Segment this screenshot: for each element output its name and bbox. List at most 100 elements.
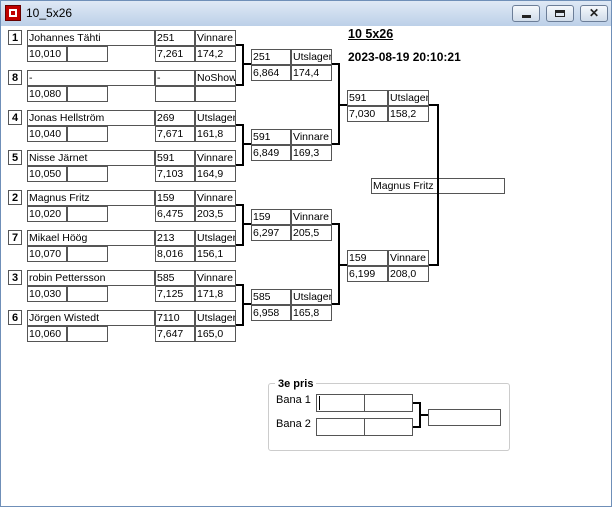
result-time-field[interactable]: 6,475 [155, 206, 195, 222]
result-number-field[interactable]: 251 [155, 30, 195, 46]
qf-status-field[interactable]: Vinnare [291, 209, 332, 225]
result-number-field[interactable]: 7110 [155, 310, 195, 326]
bracket-connector-line [242, 204, 244, 246]
racer-extra-field[interactable] [67, 46, 108, 62]
sf-speed-field[interactable]: 208,0 [388, 266, 429, 282]
qf-time-field[interactable]: 6,864 [251, 65, 291, 81]
result-time-field[interactable]: 7,125 [155, 286, 195, 302]
lane-2-value-field[interactable] [364, 418, 413, 436]
title-bar[interactable]: 10_5x26 ✕ [1, 1, 611, 26]
result-status-field[interactable]: Vinnare [195, 150, 236, 166]
racer-extra-field[interactable] [67, 166, 108, 182]
seed-number: 4 [8, 110, 22, 125]
qf-status-field[interactable]: Utslagen [291, 49, 332, 65]
result-status-field[interactable]: Vinnare [195, 190, 236, 206]
result-speed-field[interactable]: 171,8 [195, 286, 236, 302]
racer-dial-field[interactable]: 10,010 [27, 46, 67, 62]
racer-name-field[interactable]: Mikael Höög [27, 230, 155, 246]
sf-time-field[interactable]: 7,030 [347, 106, 388, 122]
qf-number-field[interactable]: 591 [251, 129, 291, 145]
result-speed-field[interactable]: 156,1 [195, 246, 236, 262]
racer-dial-field[interactable]: 10,060 [27, 326, 67, 342]
result-status-field[interactable]: Utslagen [195, 110, 236, 126]
result-speed-field[interactable]: 203,5 [195, 206, 236, 222]
third-place-group [268, 383, 510, 451]
bracket-connector-line [429, 264, 439, 266]
racer-name-field[interactable]: Magnus Fritz [27, 190, 155, 206]
racer-extra-field[interactable] [67, 246, 108, 262]
racer-name-field[interactable]: - [27, 70, 155, 86]
result-status-field[interactable]: Vinnare [195, 270, 236, 286]
result-time-field[interactable]: 7,261 [155, 46, 195, 62]
result-number-field[interactable]: 213 [155, 230, 195, 246]
close-button[interactable]: ✕ [580, 5, 608, 22]
result-status-field[interactable]: Utslagen [195, 230, 236, 246]
result-number-field[interactable]: 585 [155, 270, 195, 286]
lane-2-name-field[interactable] [316, 418, 365, 436]
racer-dial-field[interactable]: 10,070 [27, 246, 67, 262]
result-number-field[interactable]: 591 [155, 150, 195, 166]
result-number-field[interactable]: - [155, 70, 195, 86]
lane-2-label: Bana 2 [276, 418, 311, 430]
qf-speed-field[interactable]: 165,8 [291, 305, 332, 321]
bracket-connector-line [236, 324, 244, 326]
racer-dial-field[interactable]: 10,050 [27, 166, 67, 182]
qf-speed-field[interactable]: 169,3 [291, 145, 332, 161]
bracket-connector-line [236, 204, 244, 206]
result-number-field[interactable]: 269 [155, 110, 195, 126]
sf-time-field[interactable]: 6,199 [347, 266, 388, 282]
qf-number-field[interactable]: 251 [251, 49, 291, 65]
qf-number-field[interactable]: 159 [251, 209, 291, 225]
racer-dial-field[interactable]: 10,030 [27, 286, 67, 302]
result-speed-field[interactable]: 161,8 [195, 126, 236, 142]
lane-1-name-field[interactable] [316, 394, 365, 412]
qf-time-field[interactable]: 6,958 [251, 305, 291, 321]
seed-number: 6 [8, 310, 22, 325]
racer-extra-field[interactable] [67, 326, 108, 342]
racer-name-field[interactable]: Jörgen Wistedt [27, 310, 155, 326]
result-number-field[interactable]: 159 [155, 190, 195, 206]
racer-dial-field[interactable]: 10,020 [27, 206, 67, 222]
minimize-button[interactable] [512, 5, 540, 22]
qf-status-field[interactable]: Utslagen [291, 289, 332, 305]
result-speed-field[interactable] [195, 86, 236, 102]
result-speed-field[interactable]: 164,9 [195, 166, 236, 182]
racer-name-field[interactable]: Nisse Järnet [27, 150, 155, 166]
qf-number-field[interactable]: 585 [251, 289, 291, 305]
connector-line [413, 402, 421, 404]
result-status-field[interactable]: NoShow [195, 70, 236, 86]
result-time-field[interactable]: 7,103 [155, 166, 195, 182]
racer-dial-field[interactable]: 10,040 [27, 126, 67, 142]
connector-line [413, 426, 421, 428]
result-time-field[interactable]: 7,647 [155, 326, 195, 342]
racer-name-field[interactable]: Jonas Hellström [27, 110, 155, 126]
sf-status-field[interactable]: Utslagen [388, 90, 429, 106]
racer-extra-field[interactable] [67, 86, 108, 102]
racer-dial-field[interactable]: 10,080 [27, 86, 67, 102]
lane-1-value-field[interactable] [364, 394, 413, 412]
result-time-field[interactable] [155, 86, 195, 102]
result-time-field[interactable]: 8,016 [155, 246, 195, 262]
racer-extra-field[interactable] [67, 286, 108, 302]
qf-speed-field[interactable]: 174,4 [291, 65, 332, 81]
sf-number-field[interactable]: 159 [347, 250, 388, 266]
third-place-result-field[interactable] [428, 409, 501, 426]
text-cursor [319, 396, 320, 410]
racer-name-field[interactable]: Johannes Tähti [27, 30, 155, 46]
qf-time-field[interactable]: 6,297 [251, 225, 291, 241]
racer-name-field[interactable]: robin Pettersson [27, 270, 155, 286]
qf-status-field[interactable]: Vinnare [291, 129, 332, 145]
result-speed-field[interactable]: 174,2 [195, 46, 236, 62]
sf-number-field[interactable]: 591 [347, 90, 388, 106]
qf-time-field[interactable]: 6,849 [251, 145, 291, 161]
qf-speed-field[interactable]: 205,5 [291, 225, 332, 241]
result-status-field[interactable]: Utslagen [195, 310, 236, 326]
result-status-field[interactable]: Vinnare [195, 30, 236, 46]
result-time-field[interactable]: 7,671 [155, 126, 195, 142]
sf-speed-field[interactable]: 158,2 [388, 106, 429, 122]
racer-extra-field[interactable] [67, 206, 108, 222]
sf-status-field[interactable]: Vinnare [388, 250, 429, 266]
maximize-button[interactable] [546, 5, 574, 22]
racer-extra-field[interactable] [67, 126, 108, 142]
result-speed-field[interactable]: 165,0 [195, 326, 236, 342]
